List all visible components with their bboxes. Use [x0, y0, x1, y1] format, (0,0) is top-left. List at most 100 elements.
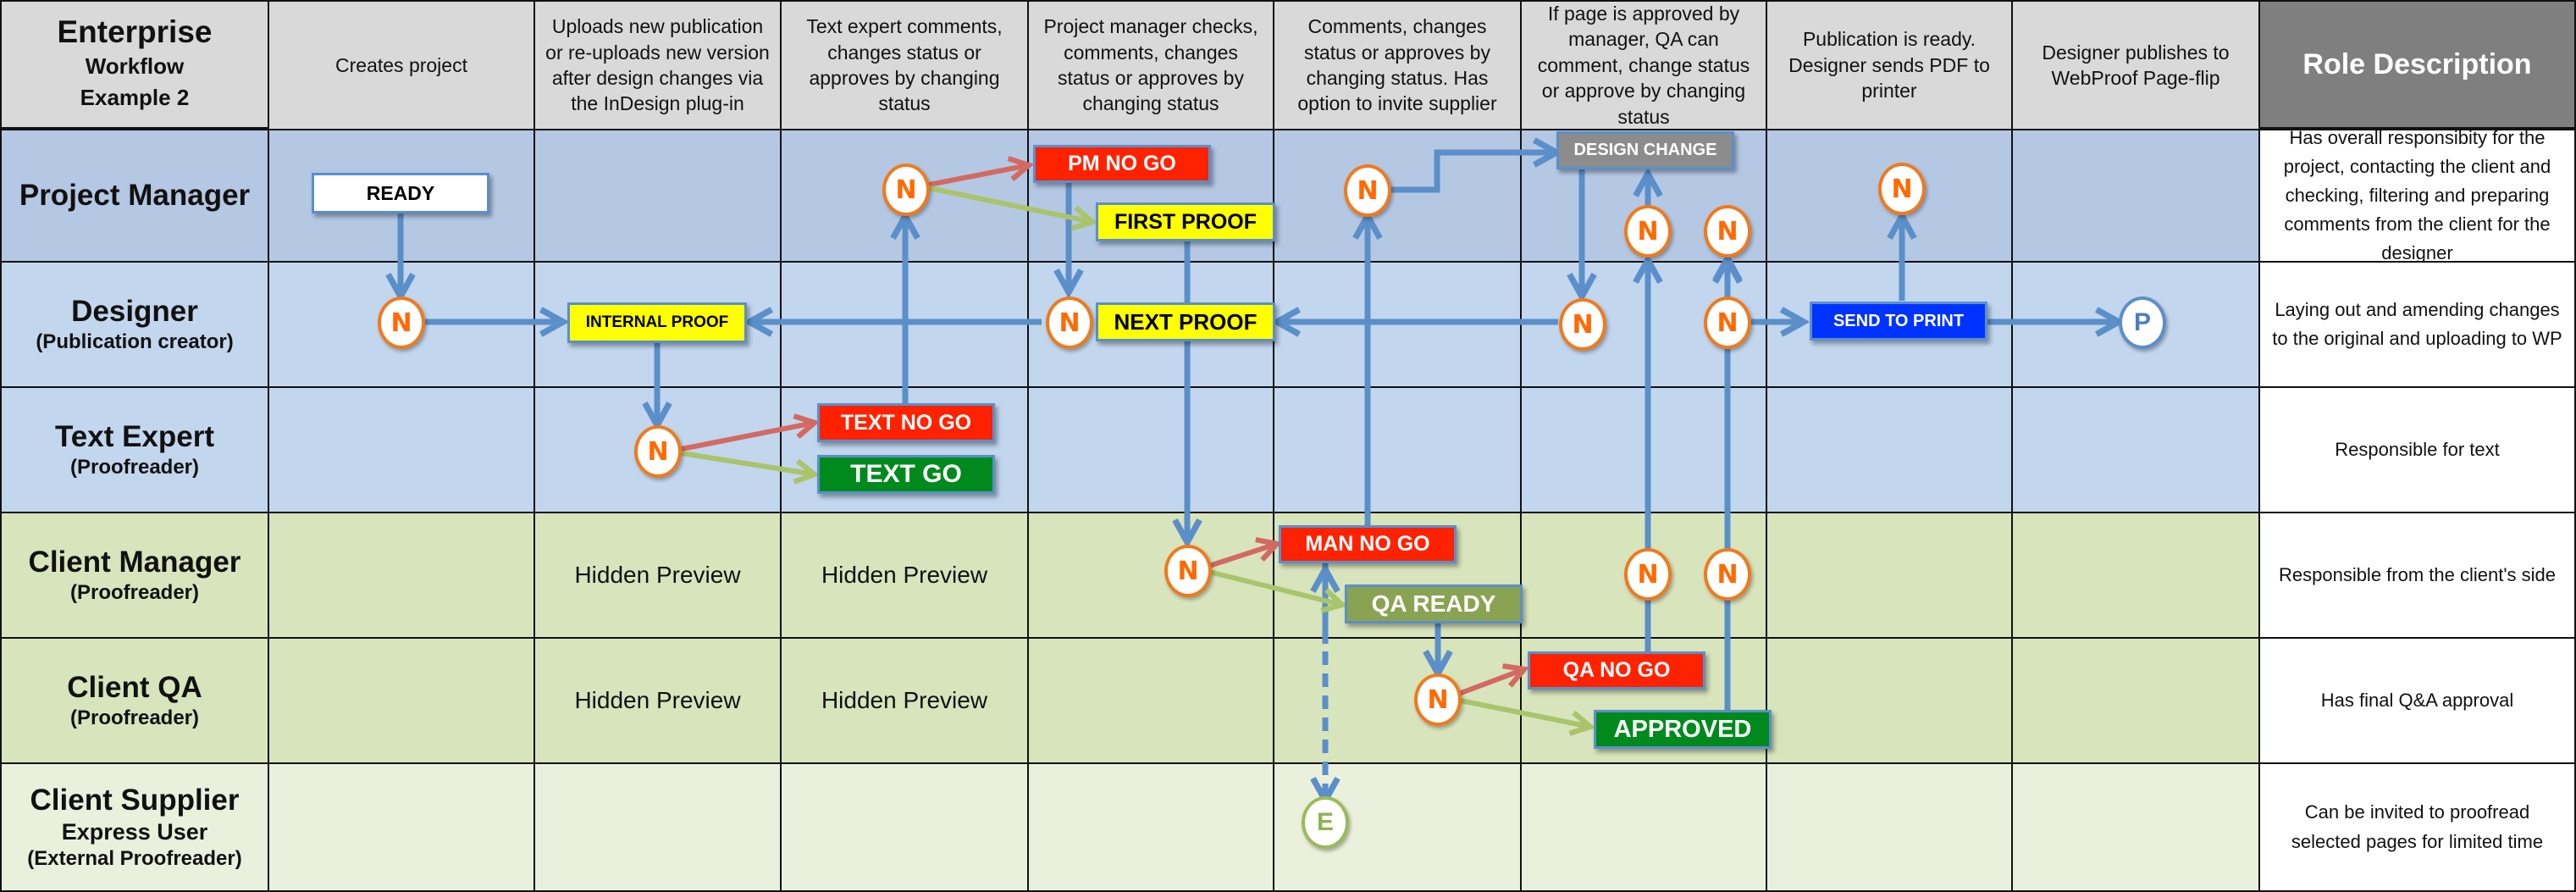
column-header: Publication is ready. Designer sends PDF… [1766, 0, 2013, 130]
role-name: Project Manager [19, 179, 251, 212]
column-header-text: Text expert comments, changes status or … [806, 15, 1003, 115]
status-ready: READY [312, 173, 489, 213]
notification-icon: N [1637, 216, 1659, 247]
status-label: NEXT PROOF [1114, 308, 1258, 335]
role-label: Client QA (Proofreader) [0, 637, 269, 764]
workflow-cell [1027, 386, 1274, 513]
role-subtitle: (Proofreader) [69, 581, 200, 604]
column-header-text: Creates project [335, 53, 467, 76]
role-description: Laying out and amending changes to the o… [2258, 261, 2576, 388]
column-header-text: Uploads new publication or re-uploads ne… [545, 15, 770, 115]
notification-node: N [1164, 545, 1212, 597]
column-header-text: Designer publishes to WebProof Page-flip [2042, 41, 2230, 89]
column-header: Project manager checks, comments, change… [1027, 0, 1274, 130]
column-header-text: Publication is ready. Designer sends PDF… [1788, 28, 1990, 102]
role-description-text: Has final Q&A approval [2320, 689, 2514, 711]
publish-node: P [2119, 296, 2166, 349]
workflow-cell [2011, 512, 2260, 639]
role-description-header: Role Description [2258, 0, 2576, 129]
status-label: QA READY [1371, 590, 1496, 617]
role-description: Has overall responsibity for the project… [2258, 127, 2576, 263]
role-description-text: Has overall responsibity for the project… [2283, 126, 2551, 264]
status-label: QA NO GO [1562, 658, 1671, 682]
status-qa-no-go: QA NO GO [1528, 651, 1705, 690]
role-name: Client Manager [28, 546, 241, 579]
role-name: Text Expert [54, 420, 215, 453]
role-name: Client QA [67, 671, 202, 704]
notification-icon: N [390, 307, 412, 338]
role-name: Designer [71, 295, 198, 328]
status-label: INTERNAL PROOF [585, 313, 729, 331]
hidden-preview-label: Hidden Preview [821, 687, 988, 713]
status-next-proof: NEXT PROOF [1096, 302, 1275, 341]
workflow-cell [533, 129, 782, 263]
role-label: Client Manager (Proofreader) [0, 512, 269, 639]
arrow-node-to-text-go [681, 451, 815, 474]
column-header: If page is approved by manager, QA can c… [1520, 0, 1767, 130]
arrow-node-to-qa-ready [1208, 569, 1342, 605]
workflow-cell [1766, 512, 2013, 639]
notification-node: N [882, 163, 930, 216]
workflow-cell [268, 637, 535, 764]
workflow-cell [2011, 637, 2260, 764]
publish-icon: P [2133, 308, 2151, 336]
express-icon: E [1316, 808, 1334, 836]
notification-icon: N [895, 175, 917, 205]
title-line-2: Workflow [85, 53, 185, 79]
arrow-node-to-pm-no-go [928, 165, 1029, 187]
column-header: Uploads new publication or re-uploads ne… [533, 0, 782, 130]
notification-node: N [1878, 163, 1926, 215]
notification-node: N [634, 425, 682, 478]
role-label: Client Supplier Express User (External P… [0, 762, 269, 892]
arrow-node-to-design-change [1389, 152, 1556, 193]
status-label: MAN NO GO [1305, 532, 1430, 556]
notification-node: N [1414, 673, 1462, 726]
notification-node: N [1046, 296, 1093, 349]
status-label: PM NO GO [1068, 152, 1176, 175]
notification-node: N [1704, 205, 1751, 258]
status-first-proof: FIRST PROOF [1096, 202, 1275, 241]
diagram-title: Enterprise Workflow Example 2 [0, 0, 269, 129]
workflow-cell [1273, 637, 1522, 764]
status-text-go: TEXT GO [817, 455, 995, 494]
notification-icon: N [1177, 556, 1199, 586]
notification-node: N [1559, 298, 1606, 351]
notification-icon: N [1716, 559, 1739, 590]
arrow-node-to-first-proof [928, 186, 1092, 222]
workflow-cell: Hidden Preview [533, 512, 782, 639]
status-man-no-go: MAN NO GO [1279, 525, 1457, 563]
column-header: Creates project [268, 0, 535, 130]
role-description-text: Responsible for text [2335, 438, 2500, 460]
workflow-cell [1766, 762, 2013, 892]
notification-icon: N [1716, 307, 1739, 338]
workflow-cell [268, 512, 535, 639]
status-label: FIRST PROOF [1114, 209, 1258, 234]
arrow-node-to-text-no-go [681, 423, 815, 452]
workflow-cell [1273, 129, 1522, 263]
status-qa-ready: QA READY [1345, 585, 1523, 623]
arrow-node-to-man-no-go [1208, 544, 1277, 568]
role-label: Text Expert (Proofreader) [0, 386, 269, 513]
notification-icon: N [1427, 684, 1449, 715]
column-header: Comments, changes status or approves by … [1273, 0, 1522, 130]
status-approved: APPROVED [1594, 710, 1772, 749]
status-label: SEND TO PRINT [1832, 311, 1965, 330]
notification-icon: N [647, 436, 669, 467]
notification-icon: N [1059, 307, 1081, 338]
workflow-cell: Hidden Preview [780, 512, 1029, 639]
role-description: Responsible from the client's side [2258, 512, 2576, 639]
workflow-cell [1766, 386, 2013, 513]
notification-node: N [378, 296, 425, 349]
role-subtitle: (Proofreader) [69, 706, 200, 729]
workflow-cell [1766, 637, 2013, 764]
role-description: Responsible for text [2258, 386, 2576, 513]
status-label: READY [366, 181, 435, 204]
role-description-text: Responsible from the client's side [2278, 563, 2557, 585]
workflow-cell [268, 762, 535, 892]
title-line-1: Enterprise [57, 14, 213, 50]
notification-icon: N [1572, 309, 1594, 340]
workflow-cell [268, 386, 535, 513]
role-subtitle: (Proofreader) [69, 456, 200, 479]
workflow-cell [1027, 637, 1274, 764]
workflow-cell [533, 762, 782, 892]
